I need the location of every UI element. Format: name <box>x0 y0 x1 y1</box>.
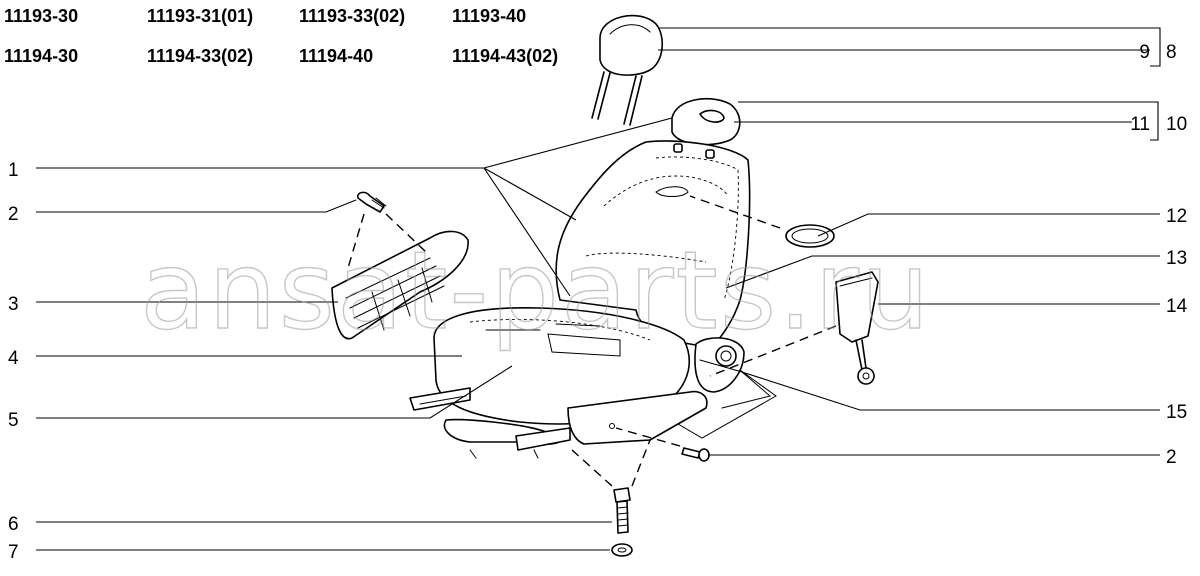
side-cover <box>331 230 469 340</box>
model-code: 11194-43(02) <box>452 46 558 66</box>
callout-numbers-left: 1 2 3 4 5 6 7 <box>8 160 19 563</box>
callout-number: 11 <box>1130 114 1150 135</box>
callout-number: 14 <box>1166 296 1188 317</box>
model-code: 11193-33(02) <box>299 6 405 26</box>
leader-lines <box>36 27 1161 551</box>
callout-number: 3 <box>8 294 19 315</box>
headrest-large <box>591 14 663 126</box>
headrest-small <box>671 97 741 146</box>
watermark-text: ansat-parts.ru <box>140 229 931 354</box>
model-code: 11193-30 <box>4 6 78 26</box>
screw <box>356 191 387 213</box>
washer <box>611 543 633 557</box>
seat-frame <box>409 387 571 459</box>
seat-cushion <box>433 306 691 425</box>
bolt <box>613 487 631 534</box>
callout-number: 7 <box>8 542 19 563</box>
callout-number: 9 <box>1139 42 1150 63</box>
screw <box>681 447 710 462</box>
assembly-lines <box>347 195 837 487</box>
model-code: 11193-31(01) <box>147 6 253 26</box>
model-code-header: 11193-30 11193-31(01) 11193-33(02) 11193… <box>4 6 558 66</box>
callout-number: 1 <box>8 160 19 181</box>
callout-number: 2 <box>1166 447 1177 468</box>
callout-number: 13 <box>1166 248 1187 269</box>
callout-numbers-right: 9 8 11 10 12 13 14 15 2 <box>1130 42 1187 468</box>
seatbelt-buckle <box>835 271 879 385</box>
model-code: 11194-40 <box>299 46 373 66</box>
callout-number: 2 <box>8 204 19 225</box>
callout-number: 6 <box>8 514 19 535</box>
callout-number: 8 <box>1166 42 1177 63</box>
callout-number: 5 <box>8 410 19 431</box>
side-trim <box>567 337 772 445</box>
callout-number: 12 <box>1166 206 1187 227</box>
model-code: 11194-30 <box>4 46 78 66</box>
callout-number: 10 <box>1166 114 1187 135</box>
callout-number: 15 <box>1166 402 1187 423</box>
callout-number: 4 <box>8 348 19 369</box>
trim-ring <box>785 224 835 248</box>
model-code: 11193-40 <box>452 6 526 26</box>
model-code: 11194-33(02) <box>147 46 253 66</box>
